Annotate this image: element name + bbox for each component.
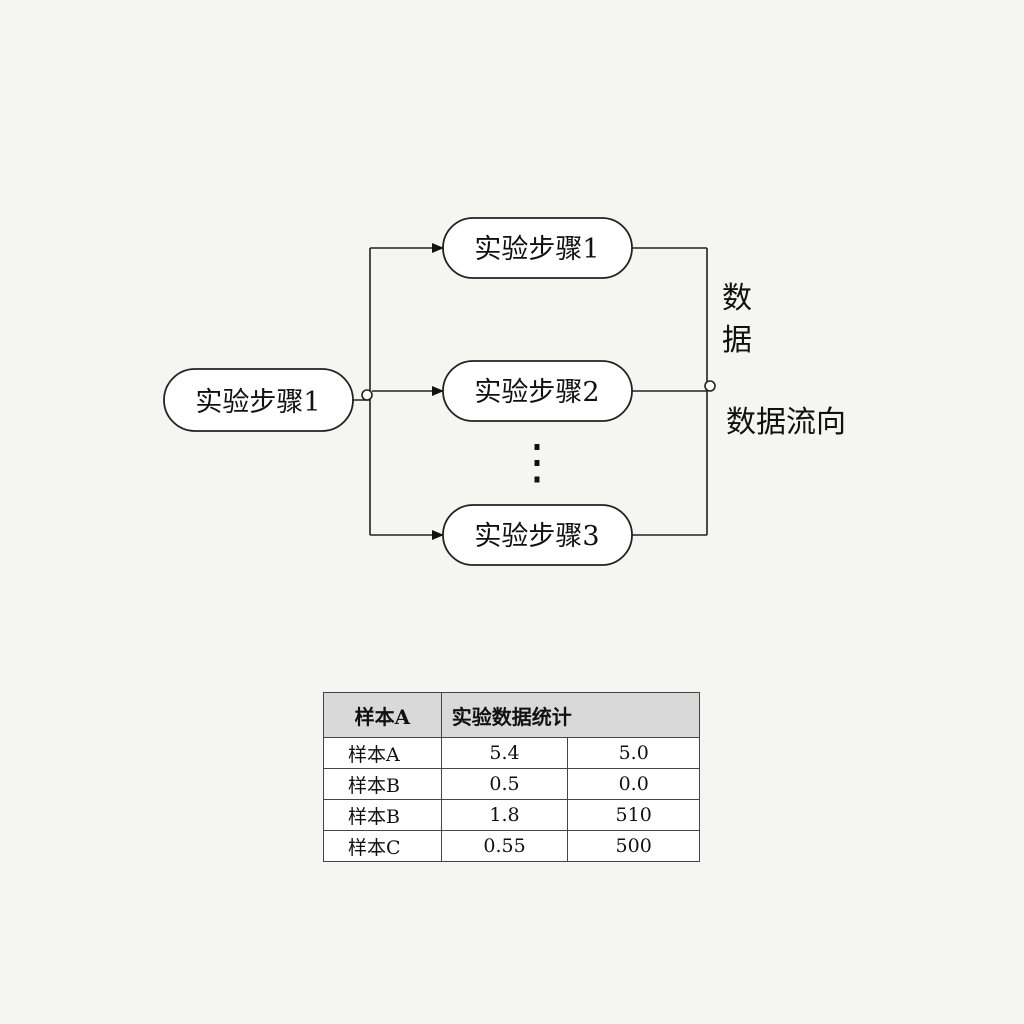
side-label-data-text-2: 据	[722, 323, 752, 358]
row-label-cell: 样本C	[323, 830, 442, 862]
table-header-row: 样本A 实验数据统计	[323, 692, 701, 738]
row-label-cell: 样本B	[323, 799, 442, 831]
value-cell: 510	[567, 799, 700, 831]
value-cell: 5.4	[440, 737, 569, 769]
side-label-data: 数 据	[722, 281, 762, 358]
branch-node-1: 实验步骤1	[442, 217, 633, 279]
branch-node-2: 实验步骤2	[442, 360, 633, 422]
source-node: 实验步骤1	[163, 368, 354, 432]
branch-node-2-label: 实验步骤2	[474, 377, 599, 408]
connector-lines	[353, 243, 708, 540]
branch-node-3-label: 实验步骤3	[474, 521, 599, 552]
side-label-data-text: 数	[722, 281, 752, 316]
right-junction-dot	[704, 380, 716, 392]
branch-node-3: 实验步骤3	[442, 504, 633, 566]
value-cell: 0.5	[440, 768, 569, 800]
branch-node-1-label: 实验步骤1	[474, 234, 599, 265]
vertical-ellipsis: ⋮	[513, 434, 561, 490]
row-label-cell: 样本B	[323, 768, 442, 800]
source-node-label: 实验步骤1	[195, 387, 320, 418]
row-label-cell: 样本A	[323, 737, 442, 769]
value-cell: 5.0	[567, 737, 700, 769]
value-cell: 0.55	[440, 830, 569, 862]
value-cell: 500	[567, 830, 700, 862]
left-junction-dot	[361, 389, 373, 401]
header-stats: 实验数据统计	[440, 692, 701, 738]
value-cell: 0.0	[567, 768, 700, 800]
header-sample: 样本A	[323, 692, 442, 738]
value-cell: 1.8	[440, 799, 569, 831]
flow-direction-label: 数据流向	[726, 405, 846, 440]
